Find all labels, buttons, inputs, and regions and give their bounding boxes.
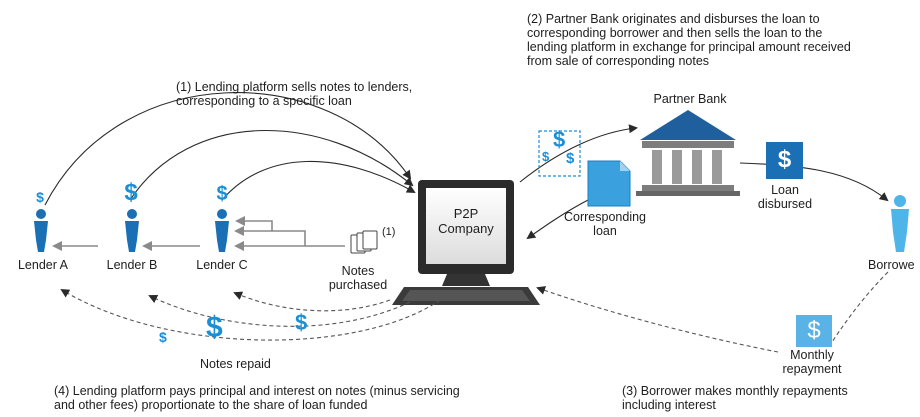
- notes-repaid-dollar-icon: $: [159, 329, 167, 345]
- notes-purchased-line: Notes: [341, 264, 375, 278]
- step2-caption-line: (2) Partner Bank originates and disburse…: [527, 12, 820, 26]
- partner-bank-icon: [636, 110, 740, 196]
- notes-purchased-line: purchased: [328, 278, 388, 292]
- repayment-arrows: [60, 271, 889, 353]
- notes-repaid-dollar-icon: $: [295, 310, 308, 335]
- monthly-repayment-label: Monthly repayment: [772, 348, 852, 376]
- p2p-computer-icon: [392, 180, 540, 305]
- computer-screen-line: Company: [438, 221, 494, 236]
- lender-a-dollar-icon: $: [36, 189, 44, 205]
- step3-caption-line: including interest: [622, 398, 716, 412]
- corresponding-loan-line: Corresponding: [564, 210, 646, 224]
- loan-disbursed-line: Loan: [771, 183, 799, 197]
- lender-c-figure: [215, 209, 229, 252]
- borrower-figure: [891, 195, 909, 252]
- step4-caption-line: and other fees) proportionate to the sha…: [54, 398, 368, 412]
- lender-c-dollar-icon: $: [216, 183, 228, 205]
- monthly-repayment-box: [796, 315, 832, 347]
- money-bag-dollar-icon: $: [553, 127, 566, 152]
- lender-c-label: Lender C: [196, 258, 248, 272]
- notes-repaid-label: Notes repaid: [200, 357, 271, 371]
- step2-caption-line: corresponding borrower and then sells th…: [527, 26, 823, 40]
- lender-b-figure: [125, 209, 139, 252]
- step1-caption-line: (1) Lending platform sells notes to lend…: [176, 80, 413, 94]
- step2-caption: (2) Partner Bank originates and disburse…: [527, 12, 917, 68]
- partner-bank-label: Partner Bank: [653, 92, 727, 106]
- lender-b-dollar-icon: $: [124, 179, 138, 206]
- corresponding-loan-line: loan: [593, 224, 617, 238]
- loan-disbursed-label: Loan disbursed: [750, 183, 820, 211]
- notes-marker: (1): [382, 226, 396, 238]
- notes-repaid-dollar-icon: $: [206, 311, 223, 344]
- notes-flow-arrows: [52, 216, 345, 251]
- notes-purchased-label: Notes purchased: [318, 264, 398, 292]
- corresponding-loan-label: Corresponding loan: [555, 210, 655, 238]
- loan-disbursed-dollar-icon: $: [777, 146, 792, 173]
- money-bag-dollar-icon: $: [542, 149, 550, 164]
- step1-caption: (1) Lending platform sells notes to lend…: [176, 80, 476, 108]
- step2-caption-line: from sale of corresponding notes: [527, 54, 710, 68]
- lender-b-label: Lender B: [106, 258, 158, 272]
- sell-notes-arrows: [44, 92, 416, 206]
- computer-screen-line: P2P: [453, 206, 479, 221]
- loan-disbursed-line: disbursed: [757, 197, 813, 211]
- step4-caption-line: (4) Lending platform pays principal and …: [54, 384, 460, 398]
- loan-disbursed-box: [766, 142, 803, 179]
- notes-stack-icon: [350, 230, 378, 254]
- step2-caption-line: lending platform in exchange for princip…: [527, 40, 851, 54]
- step4-caption: (4) Lending platform pays principal and …: [54, 384, 534, 412]
- lender-a-figure: [34, 209, 48, 252]
- money-bag-box: [538, 130, 581, 177]
- corresponding-loan-icon: [587, 160, 631, 207]
- step3-caption: (3) Borrower makes monthly repayments in…: [622, 384, 912, 412]
- lender-a-label: Lender A: [17, 258, 69, 272]
- computer-screen-text: P2P Company: [430, 206, 502, 236]
- step1-caption-line: corresponding to a specific loan: [176, 94, 352, 108]
- money-bag-dollar-icon: $: [566, 150, 575, 167]
- monthly-repayment-line: Monthly: [790, 348, 834, 362]
- step3-caption-line: (3) Borrower makes monthly repayments: [622, 384, 848, 398]
- monthly-repayment-dollar-icon: $: [807, 317, 821, 344]
- monthly-repayment-line: repayment: [782, 362, 842, 376]
- borrower-label: Borrowe: [868, 258, 915, 272]
- bank-flow-arrows: [519, 124, 889, 240]
